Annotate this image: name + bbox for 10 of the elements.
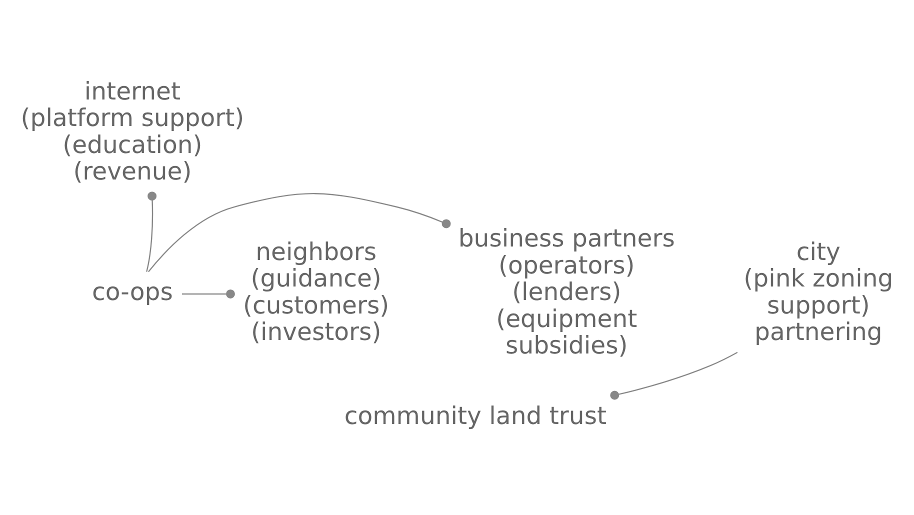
node-text: co-ops <box>92 277 172 306</box>
connector <box>146 192 156 272</box>
connector <box>610 352 738 400</box>
node-text: city (pink zoning support) partnering <box>743 236 893 346</box>
node-text: community land trust <box>344 401 606 430</box>
node-text: neighbors (guidance) (customers) (investors) <box>242 236 389 346</box>
node-text: business partners (operators) (lenders) (equipment subsidies) <box>458 224 674 360</box>
node-text: internet (platform support) (education) (revenue) <box>20 76 244 186</box>
connector <box>181 289 234 298</box>
connector <box>148 193 450 272</box>
